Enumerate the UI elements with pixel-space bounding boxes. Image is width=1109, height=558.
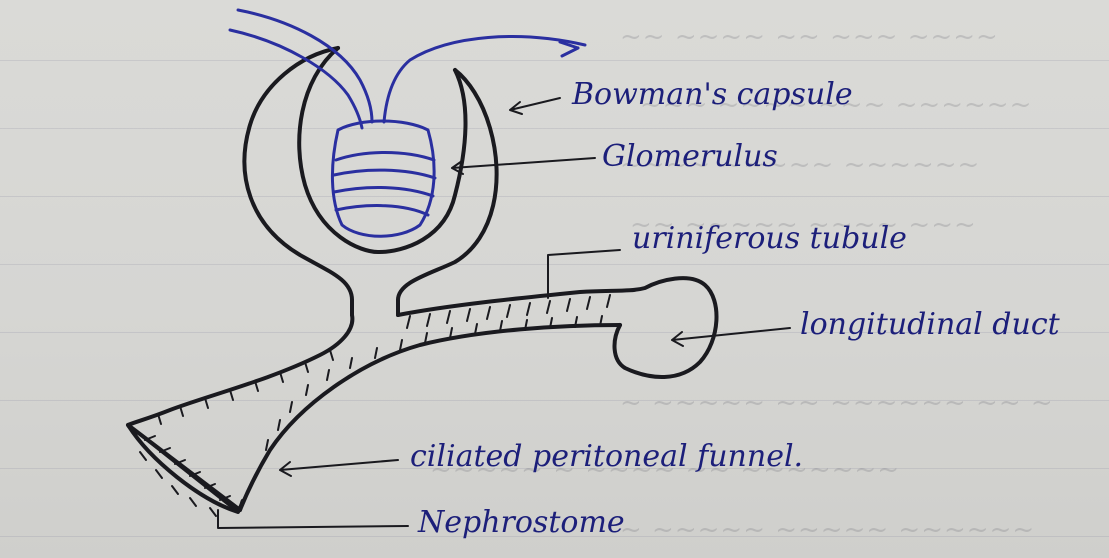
nephrostome-label: Nephrostome: [417, 505, 625, 540]
tubule-inner-wall: [240, 325, 620, 510]
longitudinal-duct-label: longitudinal duct: [800, 307, 1061, 342]
capsule-neck: [352, 300, 398, 315]
tubule-cilia: [158, 295, 610, 450]
glomerulus-body: [332, 121, 434, 236]
longitudinal-duct-pointer: [672, 328, 790, 346]
nephrostome-pointer: [218, 510, 408, 528]
peritoneal-funnel-pointer: [280, 460, 398, 476]
glomerulus-pointer: [452, 158, 595, 174]
glomerulus-coil: [334, 153, 435, 216]
bowmans-capsule-inner-wall: [299, 48, 465, 252]
glomerulus-label: Glomerulus: [602, 139, 778, 174]
ciliated-peritoneal-funnel-label: ciliated peritoneal funnel.: [410, 439, 803, 474]
bowmans-capsule-outer-wall: [398, 70, 497, 300]
bowmans-capsule-pointer: [510, 98, 560, 114]
bowmans-capsule-label: Bowman's capsule: [571, 77, 853, 112]
tubule-lower-wall: [128, 315, 352, 425]
uriniferous-tubule-label: uriniferous tubule: [632, 221, 907, 256]
afferent-arteriole: [230, 30, 362, 128]
